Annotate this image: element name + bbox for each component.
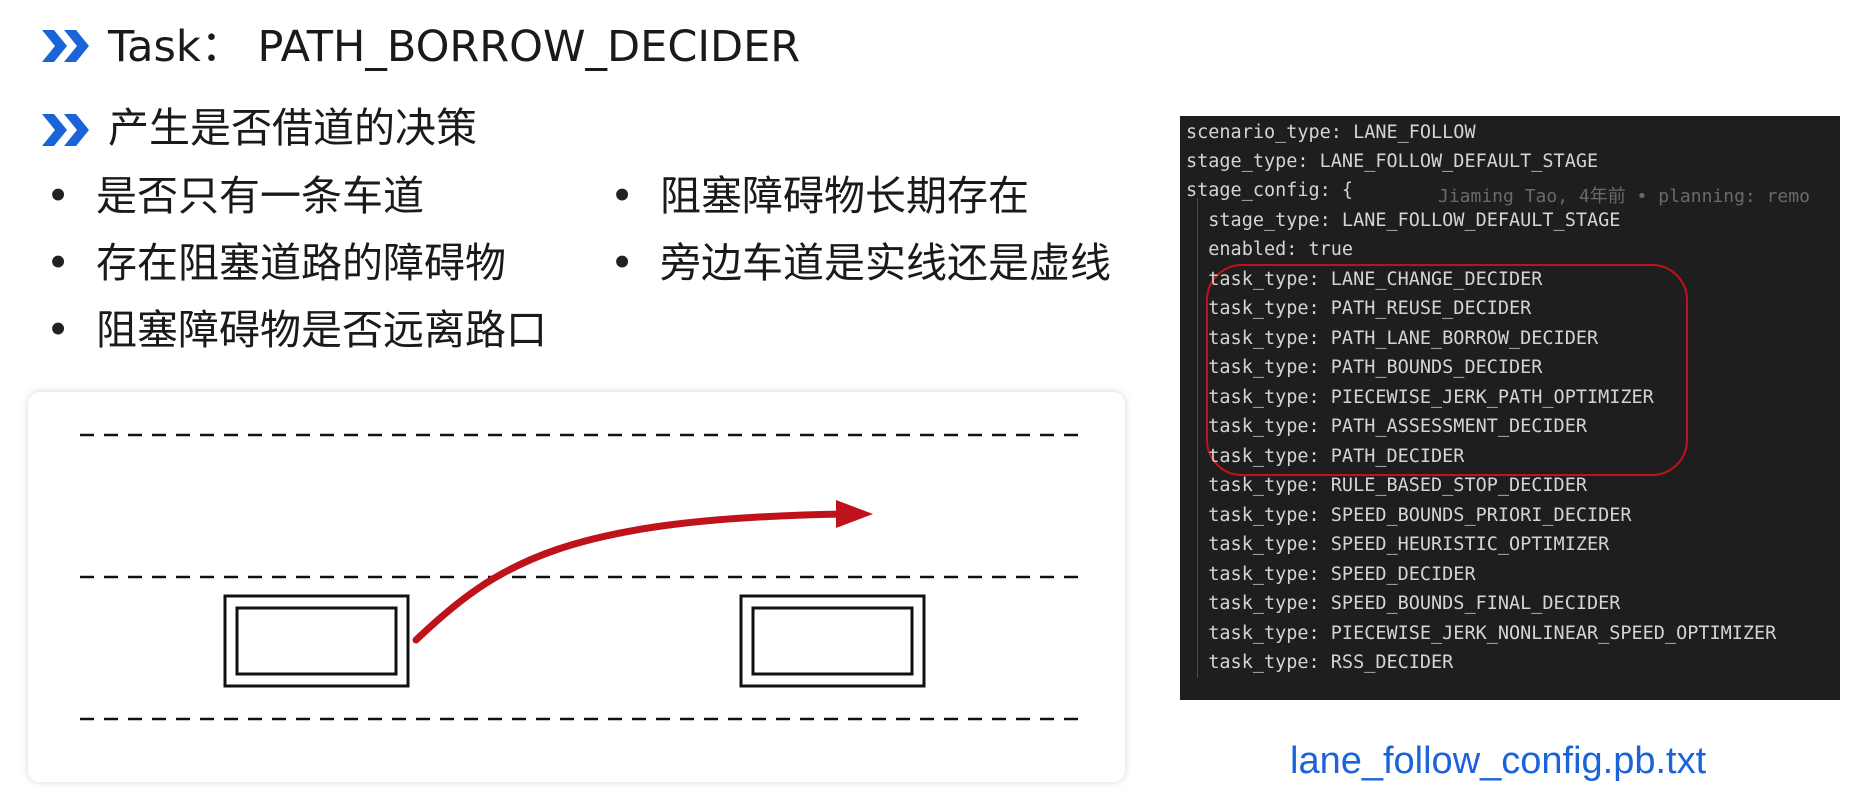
code-line: task_type: PATH_ASSESSMENT_DECIDER [1186, 416, 1587, 437]
code-line: stage_config: { [1186, 180, 1354, 201]
code-line: task_type: PATH_DECIDER [1186, 446, 1465, 467]
code-line: task_type: SPEED_BOUNDS_PRIORI_DECIDER [1186, 505, 1632, 526]
lane-borrow-diagram [28, 392, 1125, 782]
config-filename-caption: lane_follow_config.pb.txt [1290, 740, 1707, 782]
lane-diagram-svg [80, 433, 1086, 721]
indent-guide [1197, 198, 1198, 678]
bullet-item: •旁边车道是实线还是虚线 [610, 243, 1111, 284]
code-line: task_type: PIECEWISE_JERK_PATH_OPTIMIZER [1186, 387, 1654, 408]
bullet-dot: • [46, 306, 71, 354]
highlight-box [1206, 264, 1688, 476]
bullet-item: •是否只有一条车道 [46, 176, 424, 217]
borrow-path-arrow [412, 510, 852, 644]
double-chevron-icon [42, 114, 89, 146]
double-chevron-icon [42, 30, 89, 62]
bullet-text: 阻塞障碍物是否远离路口 [96, 306, 547, 354]
code-line: stage_type: LANE_FOLLOW_DEFAULT_STAGE [1186, 210, 1621, 231]
bullet-dot: • [46, 172, 71, 220]
code-line: task_type: SPEED_BOUNDS_FINAL_DECIDER [1186, 593, 1621, 614]
code-line: scenario_type: LANE_FOLLOW [1186, 122, 1476, 143]
ego-vehicle [223, 594, 410, 688]
code-line: stage_type: LANE_FOLLOW_DEFAULT_STAGE [1186, 151, 1599, 172]
code-line: task_type: LANE_CHANGE_DECIDER [1186, 269, 1543, 290]
bullet-dot: • [46, 239, 71, 287]
bullet-item: •存在阻塞道路的障碍物 [46, 243, 506, 284]
bullet-dot: • [610, 172, 635, 220]
code-line: task_type: SPEED_HEURISTIC_OPTIMIZER [1186, 534, 1610, 555]
task-title: Task： PATH_BORROW_DECIDER [108, 22, 801, 72]
bullet-item: •阻塞障碍物是否远离路口 [46, 310, 547, 351]
code-line: task_type: PATH_REUSE_DECIDER [1186, 298, 1532, 319]
code-line: task_type: RSS_DECIDER [1186, 652, 1454, 673]
git-blame-annotation: Jiaming Tao, 4年前 • planning: remo [1438, 186, 1810, 207]
code-line: task_type: SPEED_DECIDER [1186, 564, 1476, 585]
code-line: task_type: PATH_LANE_BORROW_DECIDER [1186, 328, 1599, 349]
subtitle: 产生是否借道的决策 [108, 104, 477, 152]
arrow-head [836, 500, 873, 528]
bullet-text: 存在阻塞道路的障碍物 [96, 239, 506, 287]
obstacle-vehicle [739, 594, 926, 688]
bullet-text: 阻塞障碍物长期存在 [660, 172, 1029, 220]
code-editor: Jiaming Tao, 4年前 • planning: remo scenar… [1180, 116, 1840, 700]
code-line: enabled: true [1186, 239, 1354, 260]
bullet-dot: • [610, 239, 635, 287]
bullet-text: 是否只有一条车道 [96, 172, 424, 220]
bullet-text: 旁边车道是实线还是虚线 [660, 239, 1111, 287]
code-line: task_type: PIECEWISE_JERK_NONLINEAR_SPEE… [1186, 623, 1777, 644]
code-line: task_type: RULE_BASED_STOP_DECIDER [1186, 475, 1587, 496]
bullet-item: •阻塞障碍物长期存在 [610, 176, 1029, 217]
code-line: task_type: PATH_BOUNDS_DECIDER [1186, 357, 1543, 378]
